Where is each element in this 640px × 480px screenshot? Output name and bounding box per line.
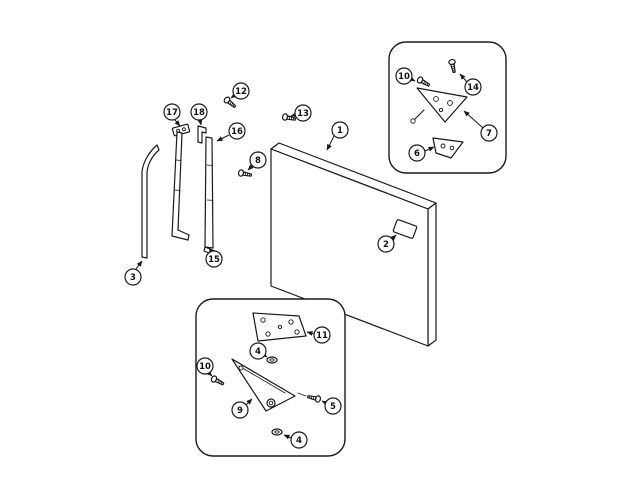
callout-8: 8 xyxy=(247,151,267,171)
callout-16: 16 xyxy=(216,122,246,142)
door-panel-part1 xyxy=(270,142,437,347)
callout-13-label: 13 xyxy=(297,109,309,119)
screw-part12 xyxy=(222,95,238,110)
washer-part4-bottom xyxy=(271,428,283,436)
callout-9-label: 9 xyxy=(237,406,243,416)
callout-12-label: 12 xyxy=(235,87,247,97)
callout-18-label: 18 xyxy=(193,108,205,118)
rail-right xyxy=(203,136,216,256)
callout-4-bottom: 4 xyxy=(283,431,308,449)
callout-9: 9 xyxy=(231,398,253,419)
callout-16-label: 16 xyxy=(231,127,243,137)
callout-5: 5 xyxy=(321,397,342,415)
callout-15-label: 15 xyxy=(208,255,220,265)
callout-10-bottom: 10 xyxy=(196,357,214,377)
screw-part8 xyxy=(237,168,253,179)
callout-10-top: 10 xyxy=(395,67,416,85)
callout-15: 15 xyxy=(205,247,223,268)
callout-10-top-label: 10 xyxy=(398,72,410,82)
callout-7-label: 7 xyxy=(486,129,492,139)
callout-14: 14 xyxy=(459,73,482,96)
callout-12: 12 xyxy=(230,82,250,100)
hinge-plate-part11 xyxy=(252,312,307,342)
callout-2-label: 2 xyxy=(383,240,389,250)
callout-5-label: 5 xyxy=(330,402,336,412)
callout-1: 1 xyxy=(326,121,349,151)
hinge-inset-top: 10 14 7 6 xyxy=(388,41,507,174)
callout-13: 13 xyxy=(290,104,312,122)
callout-17: 17 xyxy=(163,103,181,127)
hinge-inset-bottom: 11 4 10 9 5 4 xyxy=(195,298,346,457)
callout-3-label: 3 xyxy=(130,273,136,283)
callout-8-label: 8 xyxy=(255,156,261,166)
callout-4-top-label: 4 xyxy=(255,347,261,357)
callout-6-label: 6 xyxy=(414,149,420,159)
callout-14-label: 14 xyxy=(467,83,479,93)
screw-part13 xyxy=(281,112,297,123)
trim-strip-part3 xyxy=(141,144,160,259)
callout-17-label: 17 xyxy=(166,108,178,118)
rail-left xyxy=(171,131,190,241)
callout-11-label: 11 xyxy=(316,331,328,341)
callout-7: 7 xyxy=(463,110,498,142)
nameplate-part2 xyxy=(392,219,418,239)
callout-10-bottom-label: 10 xyxy=(199,362,211,372)
callout-18: 18 xyxy=(190,103,208,126)
hinge-bracket-part9 xyxy=(231,358,296,412)
channel-part18 xyxy=(197,125,207,144)
washer-part4-top xyxy=(266,356,278,364)
callout-4-top: 4 xyxy=(249,342,268,360)
callout-2: 2 xyxy=(377,234,397,253)
callout-6: 6 xyxy=(408,144,435,162)
callout-11: 11 xyxy=(306,326,331,344)
callout-3: 3 xyxy=(124,260,143,286)
callout-4-bottom-label: 4 xyxy=(296,436,302,446)
callout-1-label: 1 xyxy=(337,126,343,136)
hinge-plate-part6 xyxy=(432,137,464,159)
hinge-plate-part7 xyxy=(410,87,468,124)
